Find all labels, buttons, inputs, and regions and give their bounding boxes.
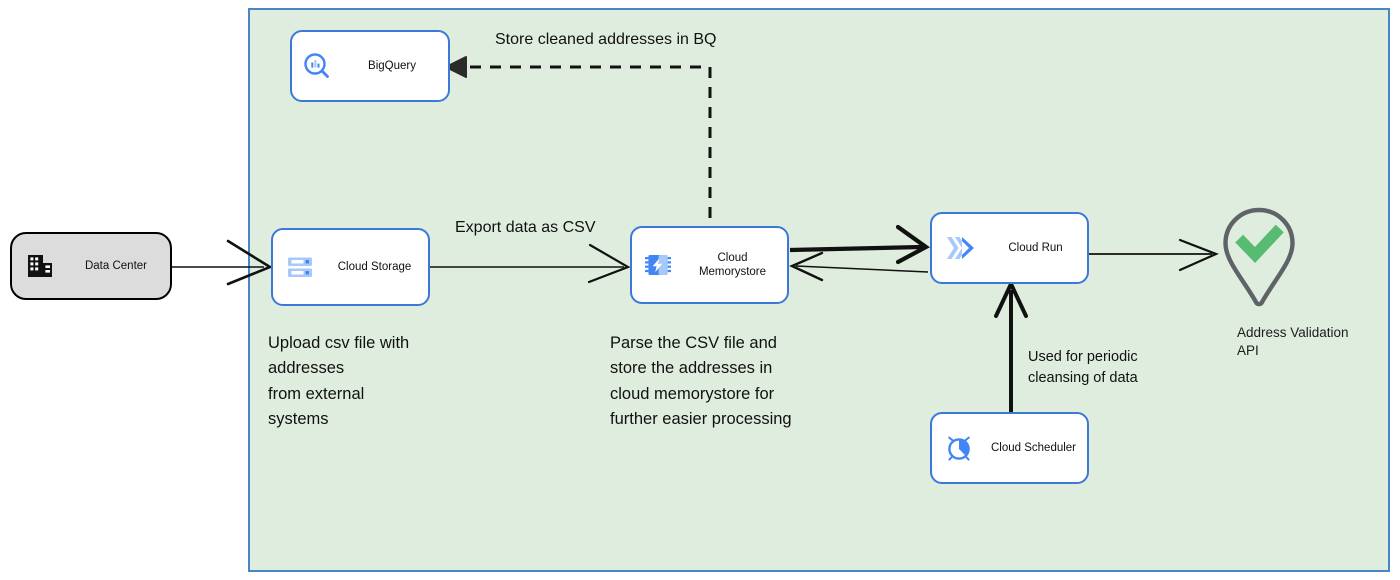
node-cloud-scheduler[interactable]: Cloud Scheduler <box>930 412 1089 484</box>
node-cloud-storage[interactable]: Cloud Storage <box>271 228 430 306</box>
node-label: Data Center <box>84 259 147 272</box>
google-cloud-zone <box>248 8 1390 572</box>
cloud-memorystore-icon <box>632 250 684 280</box>
node-label: BigQuery <box>368 59 416 72</box>
bigquery-icon <box>292 51 342 81</box>
node-label: Cloud Storage <box>337 260 412 273</box>
annotation-store-in-bq: Store cleaned addresses in BQ <box>495 31 717 48</box>
cloud-storage-icon <box>273 252 327 282</box>
node-data-center[interactable]: Data Center <box>10 232 172 300</box>
node-cloud-run[interactable]: Cloud Run <box>930 212 1089 284</box>
cloud-scheduler-icon <box>932 433 986 463</box>
address-validation-api-label: Address Validation API <box>1237 325 1349 359</box>
annotation-scheduler-note: Used for periodic cleansing of data <box>1028 349 1138 387</box>
annotation-export-csv: Export data as CSV <box>455 219 596 236</box>
annotation-parse-note: Parse the CSV file and store the address… <box>610 334 792 429</box>
datacenter-building-icon <box>12 252 68 280</box>
node-cloud-memorystore[interactable]: Cloud Memorystore <box>630 226 789 304</box>
node-label: Cloud Memorystore <box>698 251 767 278</box>
cloud-run-icon <box>932 232 990 264</box>
annotation-upload-note: Upload csv file with addresses from exte… <box>268 334 410 429</box>
node-label: Cloud Scheduler <box>990 441 1077 454</box>
node-label: Cloud Run <box>1008 241 1063 254</box>
node-bigquery[interactable]: BigQuery <box>290 30 450 102</box>
node-address-validation-api[interactable] <box>1218 206 1300 308</box>
address-validation-pin-icon <box>1223 207 1295 307</box>
